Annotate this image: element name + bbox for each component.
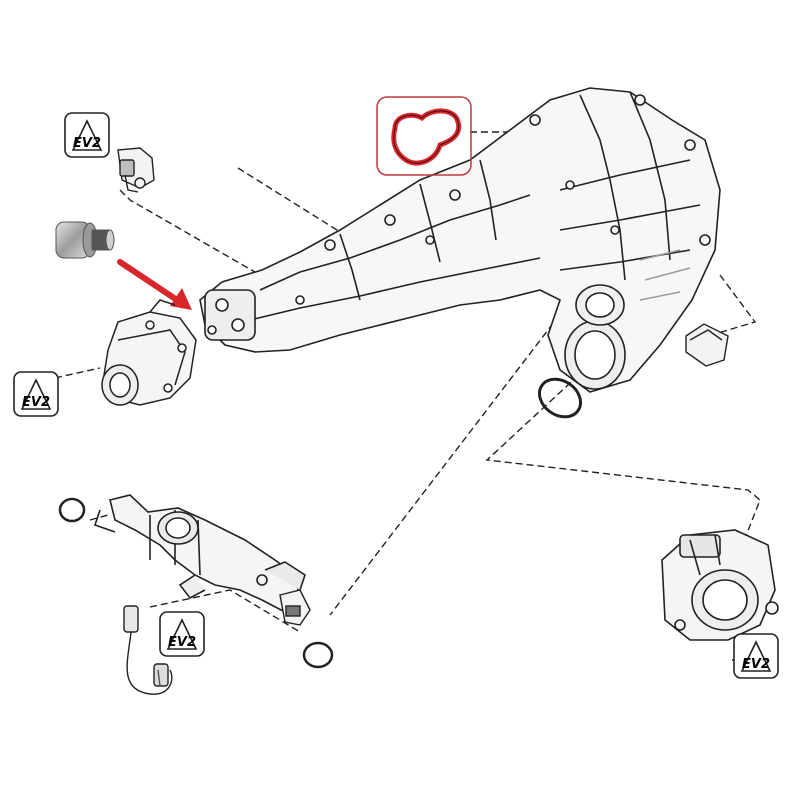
intake-manifold: [199, 87, 721, 393]
throttle-body: [661, 529, 779, 641]
o-ring-small-top: [58, 497, 86, 523]
map-sensor-top-left: [117, 147, 155, 193]
wired-temp-sensor: [123, 605, 173, 695]
egr-tube-assembly: [93, 494, 306, 613]
badge-3-label: EV2: [168, 635, 196, 650]
leader-o-ring-top: [89, 514, 109, 521]
coolant-temp-sensor: [279, 589, 311, 626]
leader-sensor: [149, 589, 301, 633]
o-ring-small-bottom: [302, 641, 334, 669]
cover-housing: [101, 299, 197, 406]
badge-3: EV2: [159, 611, 205, 657]
threaded-plug: [55, 221, 115, 259]
leader-grommet: [707, 274, 757, 337]
badge-2: EV2: [13, 371, 59, 417]
badge-4: EV2: [733, 633, 779, 679]
badge-2-label: EV2: [22, 395, 50, 410]
leader-badge-cover: [54, 367, 101, 379]
badge-1: EV2: [64, 112, 110, 158]
rubber-grommet: [685, 323, 729, 367]
leader-map-sensor: [119, 189, 301, 299]
leader-egr: [329, 261, 601, 616]
badge-1-label: EV2: [73, 136, 101, 151]
red-arrow-icon: [117, 259, 192, 310]
throttle-o-ring: [538, 377, 582, 419]
badge-4-label: EV2: [742, 657, 770, 672]
manifold-gasket-highlighted: [376, 96, 472, 176]
